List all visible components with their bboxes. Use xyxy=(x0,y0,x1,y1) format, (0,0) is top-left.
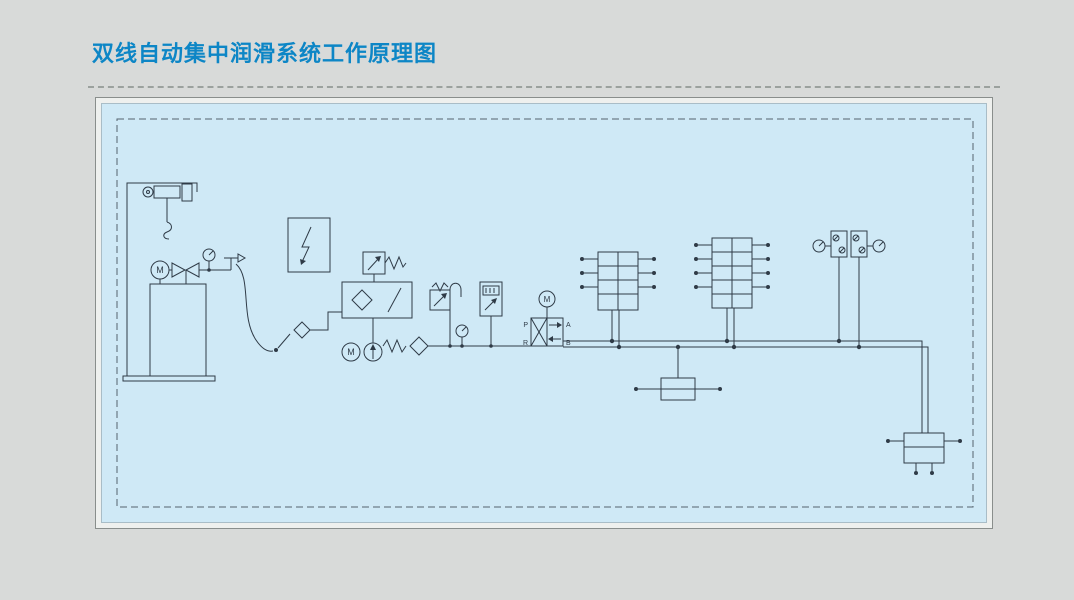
stand-base xyxy=(122,375,216,382)
port-b-label: B xyxy=(566,340,571,347)
line-pressure-gauge xyxy=(455,324,469,348)
pressure-switch xyxy=(479,281,503,348)
title-separator xyxy=(88,86,1000,88)
spring-icon xyxy=(431,282,449,293)
detector-gauge-1 xyxy=(812,239,831,253)
reservoir-filter-icon xyxy=(351,289,373,311)
page-title: 双线自动集中润滑系统工作原理图 xyxy=(92,41,438,66)
motor-label: M xyxy=(156,265,164,275)
distributor-3 xyxy=(634,344,722,401)
pump-motor: M xyxy=(341,342,361,362)
distributor-2 xyxy=(694,237,770,350)
lube-point xyxy=(652,271,656,275)
pump-reservoir xyxy=(341,281,413,319)
lube-point xyxy=(914,471,918,475)
lube-point xyxy=(652,285,656,289)
lube-point xyxy=(652,257,656,261)
lube-point xyxy=(766,271,770,275)
level-indicator xyxy=(387,287,402,313)
hose-filter xyxy=(293,311,342,339)
spring-icon xyxy=(384,255,407,271)
filter-icon xyxy=(293,321,311,339)
hoist-trolley xyxy=(142,183,193,240)
lightning-icon xyxy=(300,226,312,265)
motor-label: M xyxy=(347,347,355,357)
reversing-valve: P R A B xyxy=(523,317,571,347)
port-a-label: A xyxy=(566,322,571,329)
grease-drum xyxy=(149,283,207,377)
lube-point xyxy=(580,271,584,275)
lube-point xyxy=(718,387,722,391)
pressure-display xyxy=(482,285,500,296)
distributor-1 xyxy=(580,251,656,350)
filter-icon xyxy=(409,336,429,356)
drum-pressure-gauge xyxy=(202,248,216,272)
lube-point xyxy=(766,285,770,289)
lube-point xyxy=(886,439,890,443)
lube-point xyxy=(580,285,584,289)
lube-point xyxy=(766,243,770,247)
port-r-label: R xyxy=(523,340,528,347)
fill-hose xyxy=(235,263,291,352)
lube-point xyxy=(930,471,934,475)
gear-pump xyxy=(363,318,383,362)
lube-point xyxy=(694,257,698,261)
pump-relief-valve xyxy=(362,251,407,282)
main-line-a xyxy=(563,340,923,433)
pressure-detector-1 xyxy=(812,230,848,344)
lube-point xyxy=(694,271,698,275)
lube-point xyxy=(766,257,770,261)
check-spring-icon xyxy=(382,338,407,354)
barrel-pump-motor: M xyxy=(150,260,231,284)
lube-point xyxy=(580,257,584,261)
bypass-relief-valve xyxy=(429,282,462,348)
return-bend xyxy=(449,282,462,297)
main-line-b xyxy=(563,346,929,433)
detector-gauge-2 xyxy=(867,239,886,253)
motor-label: M xyxy=(544,295,551,304)
inner-dashed-border xyxy=(116,118,974,508)
lube-point xyxy=(694,243,698,247)
valve-bowtie-icon xyxy=(171,262,187,278)
pressure-detector-2 xyxy=(850,230,886,350)
tap-valve xyxy=(224,253,247,270)
hook-icon xyxy=(163,221,172,240)
electric-control-box xyxy=(287,217,331,273)
port-p-label: P xyxy=(523,322,528,329)
outlet-filter xyxy=(409,336,429,356)
distributor-4 xyxy=(886,432,962,475)
lube-point xyxy=(634,387,638,391)
hoist-stand xyxy=(122,182,216,382)
lube-point xyxy=(958,439,962,443)
lube-point xyxy=(694,285,698,289)
reversing-valve-motor: M xyxy=(538,290,556,318)
